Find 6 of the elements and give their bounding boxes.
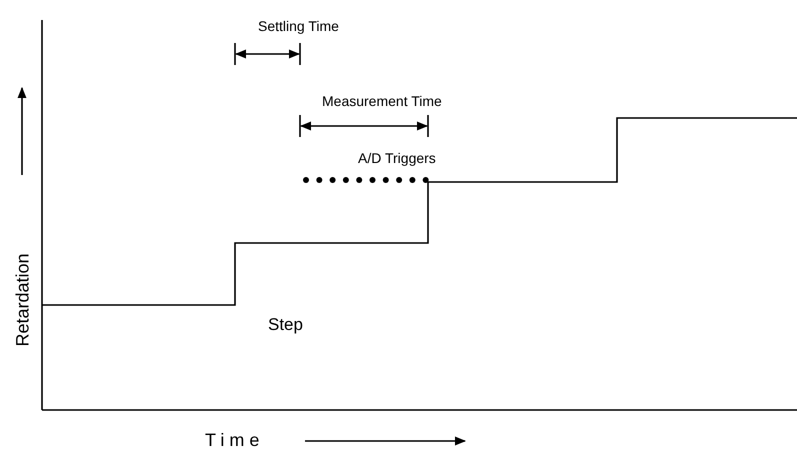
dimension-label: Settling Time: [258, 18, 339, 34]
annotation-label: A/D Triggers: [358, 150, 436, 166]
annotation-label: Step: [268, 315, 303, 334]
dimension-label: Measurement Time: [322, 93, 442, 109]
axis-label: Retardation: [12, 253, 32, 347]
axis-label: Time: [205, 430, 264, 450]
